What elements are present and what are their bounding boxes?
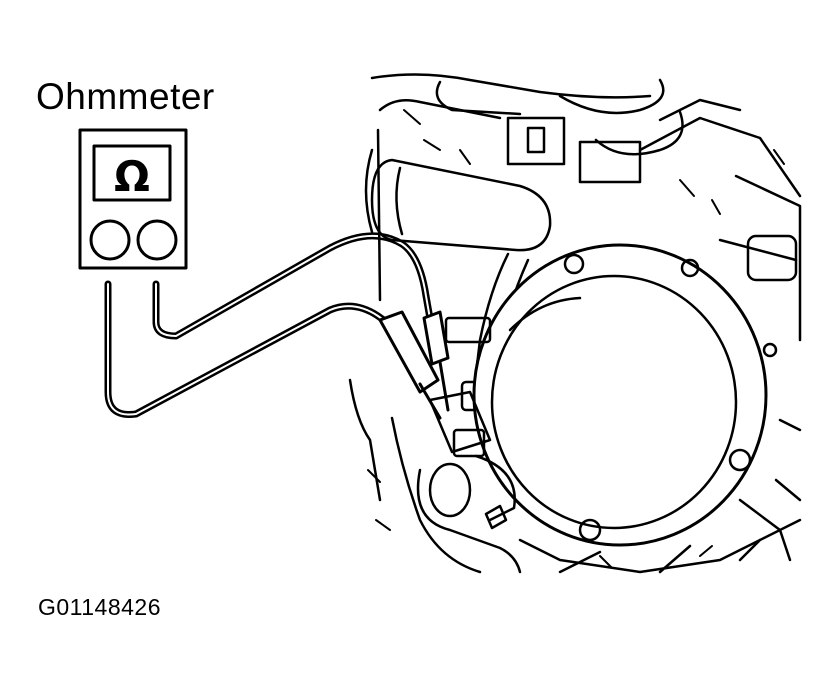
meter-display [92,144,172,202]
sensor-connector [444,316,492,344]
test-lead-2 [104,280,402,419]
figure-code-label: G01148426 [38,594,162,620]
ohmmeter-label: Ohmmeter [36,76,215,117]
ohmmeter: Ω [78,128,188,270]
probe-2 [422,310,450,366]
engine-assembly [348,73,802,574]
meter-terminal-right [136,219,178,261]
ohm-symbol-icon: Ω [114,152,150,201]
meter-terminal-left [89,219,131,261]
actuator-housing [472,243,768,547]
test-leads [104,232,450,420]
probe-1 [378,310,440,394]
